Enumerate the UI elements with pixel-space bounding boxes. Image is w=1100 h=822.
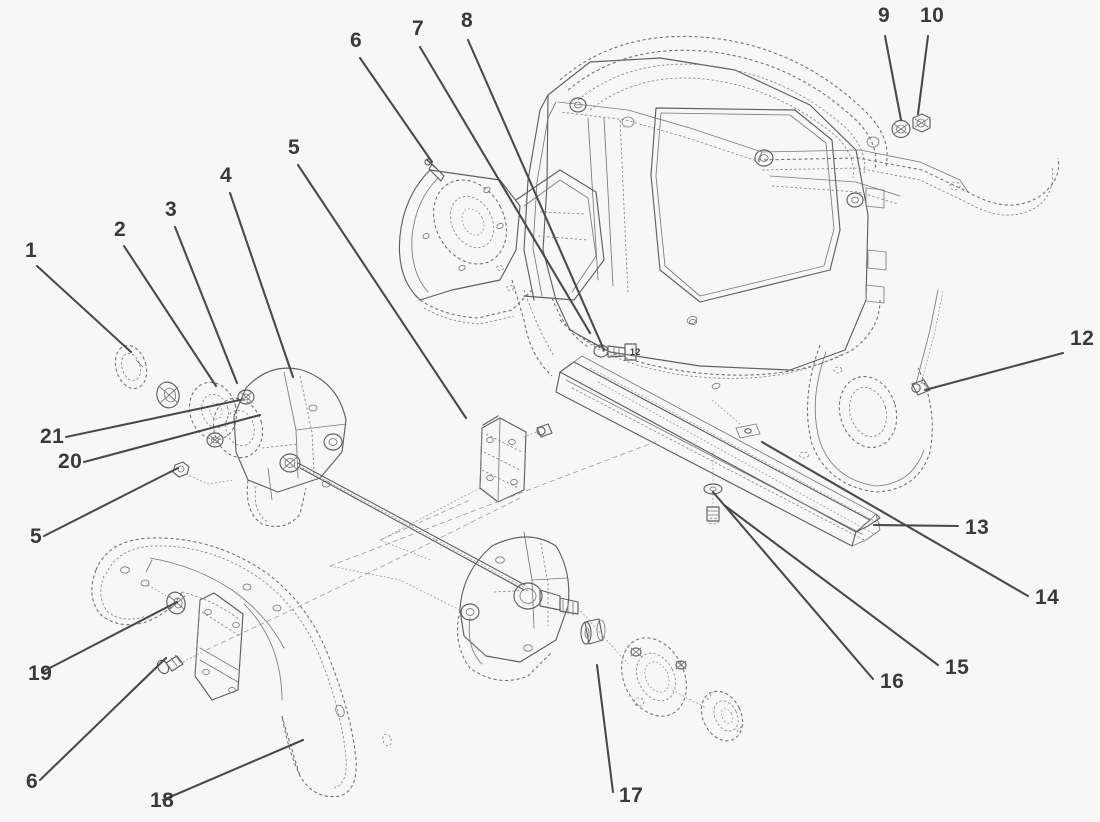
callout-label-10[interactable]: 10 bbox=[920, 4, 944, 27]
leader-12 bbox=[923, 351, 1065, 392]
leader-3 bbox=[173, 225, 239, 385]
bearing-stack-left bbox=[114, 344, 526, 591]
leader-5b bbox=[42, 466, 180, 538]
auger-blade-18 bbox=[91, 537, 392, 798]
leader-10 bbox=[916, 34, 930, 116]
auger-spacer-19 bbox=[147, 584, 186, 615]
leader-8 bbox=[466, 38, 606, 352]
flange-nut-5-left bbox=[172, 461, 235, 485]
bearing-outer-2 bbox=[156, 381, 180, 409]
bracket-bolt bbox=[521, 423, 553, 439]
callout-label-21[interactable]: 21 bbox=[40, 425, 64, 448]
left-gearbox-volute: 12 bbox=[398, 158, 641, 377]
auger-bearing bbox=[700, 690, 744, 742]
leader-18 bbox=[161, 738, 305, 802]
shear-pin-7-8: 12 bbox=[593, 343, 641, 361]
leader-9 bbox=[883, 34, 903, 122]
callout-label-6b[interactable]: 6 bbox=[26, 770, 38, 793]
leader-6 bbox=[358, 56, 434, 164]
leader-4 bbox=[228, 191, 295, 379]
svg-text:12: 12 bbox=[630, 347, 641, 357]
mounting-bracket-lower bbox=[482, 415, 499, 426]
callout-label-8[interactable]: 8 bbox=[461, 9, 473, 32]
callout-label-9[interactable]: 9 bbox=[878, 4, 890, 27]
leader-15 bbox=[722, 503, 940, 667]
callout-label-1[interactable]: 1 bbox=[25, 239, 37, 262]
callout-label-5[interactable]: 5 bbox=[288, 136, 300, 159]
leader-21 bbox=[64, 398, 242, 439]
leader-19 bbox=[40, 600, 179, 674]
callout-label-4[interactable]: 4 bbox=[220, 164, 232, 187]
leader-7 bbox=[418, 45, 592, 335]
auger-bearing-stack-17 bbox=[577, 607, 744, 742]
callout-label-19[interactable]: 19 bbox=[28, 662, 52, 685]
scraper-fastener-15-16 bbox=[703, 452, 723, 525]
blade-bracket bbox=[194, 592, 244, 701]
leader-2 bbox=[122, 244, 218, 388]
callout-label-16[interactable]: 16 bbox=[880, 670, 904, 693]
hex-nut-10 bbox=[912, 113, 931, 133]
callout-leaders bbox=[35, 34, 1065, 802]
callout-label-12[interactable]: 12 bbox=[1070, 327, 1094, 350]
auger-gearbox-left-4 bbox=[206, 367, 347, 527]
carriage-bolt-6-lower bbox=[156, 649, 207, 675]
carriage-bolt-6 bbox=[424, 158, 445, 182]
callout-label-18[interactable]: 18 bbox=[150, 789, 174, 812]
callout-label-2[interactable]: 2 bbox=[114, 218, 126, 241]
auger-gearbox-right bbox=[329, 531, 579, 682]
retaining-ring-1 bbox=[114, 344, 148, 390]
leader-5 bbox=[296, 163, 468, 420]
callout-label-14[interactable]: 14 bbox=[1035, 586, 1059, 609]
leader-14 bbox=[760, 440, 1030, 598]
handle-rod-bolt-12 bbox=[911, 289, 944, 396]
auger-spacer-collar bbox=[580, 618, 606, 645]
scraper-bar-assembly bbox=[555, 318, 881, 547]
handle-bar-assembly bbox=[557, 97, 1060, 216]
callout-numbers: 1 2 3 4 5 6 7 8 9 10 12 13 14 15 16 17 1… bbox=[25, 4, 1094, 812]
lock-washer-9 bbox=[891, 119, 911, 139]
callout-label-7[interactable]: 7 bbox=[412, 17, 424, 40]
callout-label-13[interactable]: 13 bbox=[965, 516, 989, 539]
leader-17 bbox=[595, 663, 615, 794]
output-shaft-hub bbox=[279, 453, 301, 473]
callout-label-3[interactable]: 3 bbox=[165, 198, 177, 221]
callout-label-17[interactable]: 17 bbox=[619, 784, 643, 807]
leader-13 bbox=[872, 523, 960, 528]
callout-label-20[interactable]: 20 bbox=[58, 450, 82, 473]
leader-16 bbox=[711, 490, 875, 681]
construction-axis-lines bbox=[205, 439, 661, 651]
leader-6b bbox=[38, 656, 168, 782]
bearing-flange-3 bbox=[188, 381, 238, 441]
mounting-bracket-upper-5 bbox=[379, 417, 553, 541]
callout-label-6[interactable]: 6 bbox=[350, 29, 362, 52]
leader-1 bbox=[35, 264, 133, 354]
bearing-flange-plate bbox=[621, 637, 687, 717]
callout-label-15[interactable]: 15 bbox=[945, 656, 969, 679]
callout-label-5b[interactable]: 5 bbox=[30, 525, 42, 548]
leader-20 bbox=[82, 413, 262, 464]
